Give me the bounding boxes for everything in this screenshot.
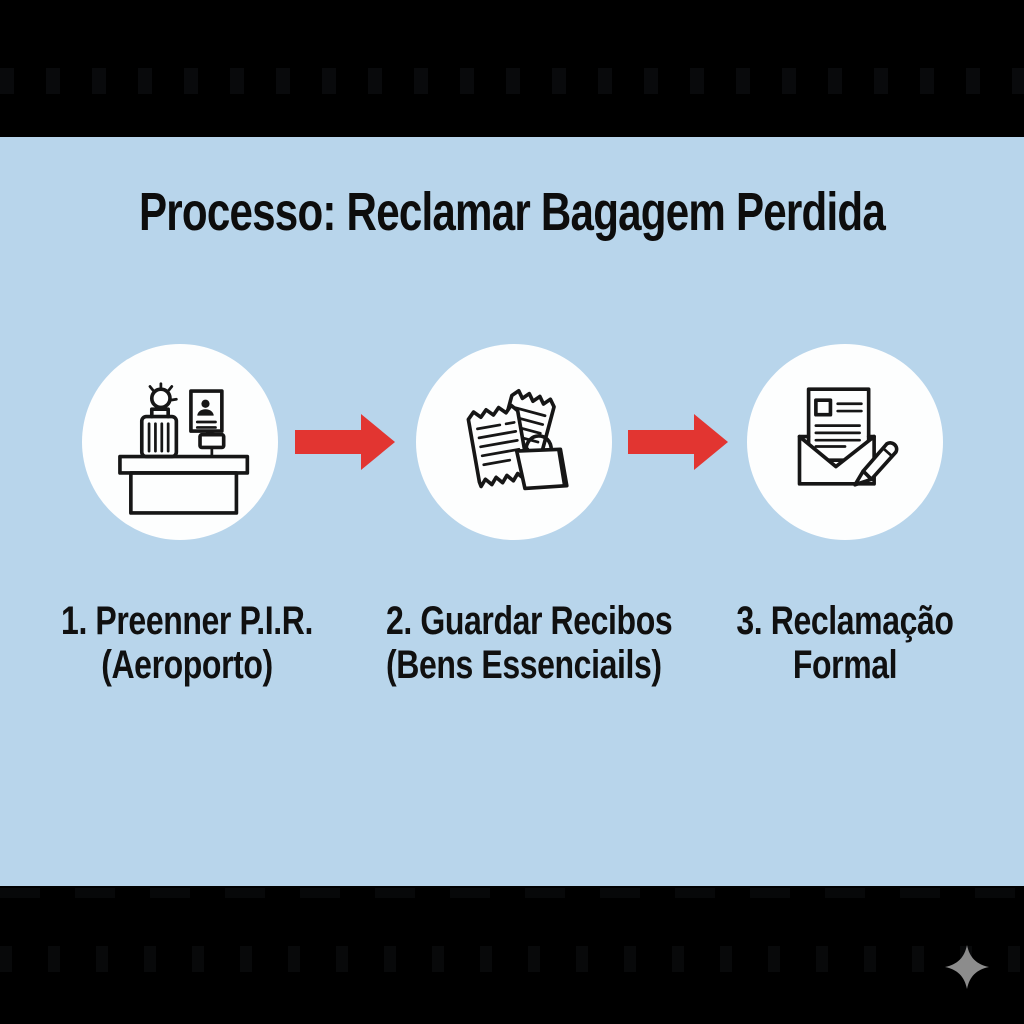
step-2-label: 2. Guardar Recibos (Bens Essenciails) xyxy=(386,599,673,687)
step-1-label: 1. Preenner P.I.R. (Aeroporto) xyxy=(59,599,315,687)
arrow-shape xyxy=(295,414,395,470)
top-bar-faint-marks xyxy=(0,68,1024,94)
step-2-label-line2: (Bens Essenciails) xyxy=(386,643,662,687)
step-3-label: 3. Reclamação Formal xyxy=(717,599,973,687)
arrow-right-icon xyxy=(295,414,395,470)
step-1-circle xyxy=(82,344,278,540)
step-3-label-line2: Formal xyxy=(792,643,898,687)
step-3-circle xyxy=(747,344,943,540)
step-2-circle xyxy=(416,344,612,540)
bottom-bar-faint-marks xyxy=(0,946,1024,972)
bottom-black-bar xyxy=(0,886,1024,1024)
arrow-right-icon xyxy=(628,414,728,470)
step-3-label-line1: 3. Reclamação xyxy=(736,599,954,643)
top-black-bar xyxy=(0,0,1024,137)
sparkle-icon xyxy=(945,945,989,989)
page-title: Processo: Reclamar Bagagem Perdida xyxy=(138,182,886,242)
envelope-letter-pen-icon xyxy=(797,387,899,487)
bottom-bar-faint-marks-top xyxy=(0,888,1024,898)
step-2-label-line1: 2. Guardar Recibos xyxy=(386,599,673,643)
check-in-desk-icon xyxy=(118,382,250,515)
step-1-label-line1: 1. Preenner P.I.R. xyxy=(61,599,313,643)
receipts-shopping-bag-icon xyxy=(466,388,569,491)
step-1-label-line2: (Aeroporto) xyxy=(101,643,273,687)
sparkle-shape xyxy=(945,945,989,989)
arrow-shape xyxy=(628,414,728,470)
